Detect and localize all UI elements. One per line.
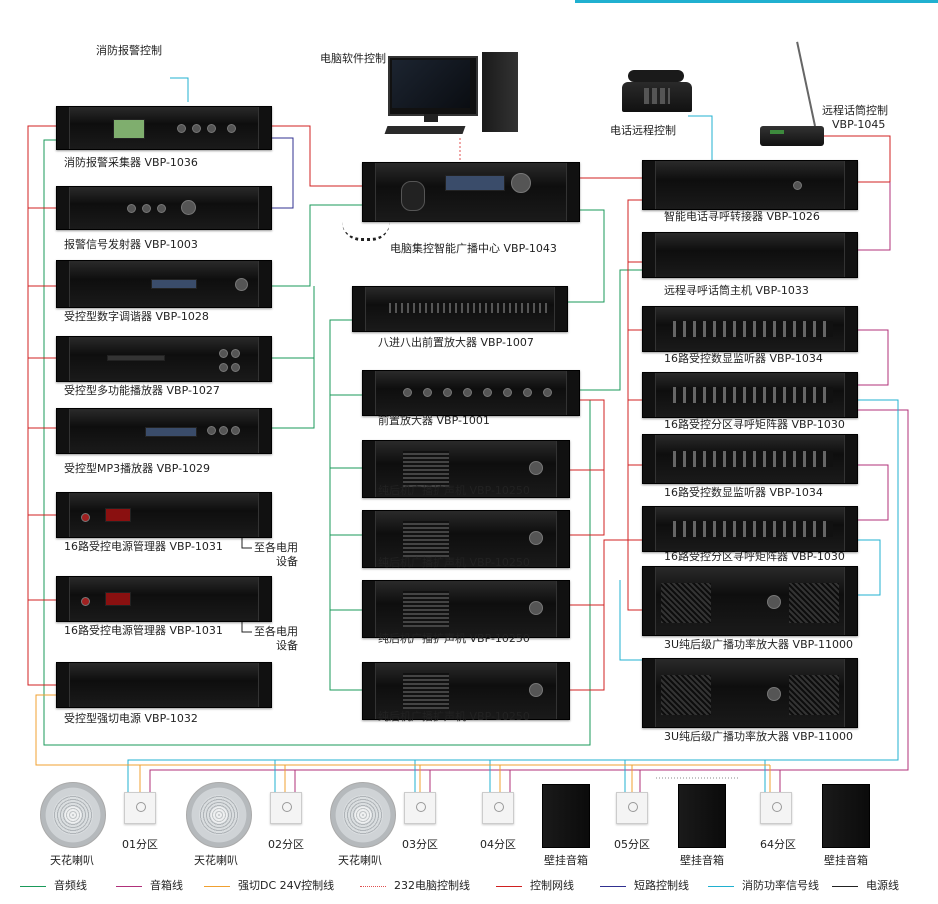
alarm-transmitter-device <box>56 186 272 230</box>
header-accent-bar <box>575 0 938 3</box>
zone-label: 04分区 <box>480 838 516 851</box>
power-manager-device-2 <box>56 576 272 622</box>
digital-monitor-device-1 <box>642 306 858 352</box>
speaker-label: 壁挂音箱 <box>544 854 588 867</box>
volume-controller-icon <box>616 792 648 824</box>
telephone-icon <box>622 70 692 116</box>
ceiling-speaker-icon <box>40 782 106 848</box>
zone-paging-matrix-device-2 <box>642 506 858 552</box>
remote-mic-model-label: VBP-1045 <box>832 118 886 131</box>
power-amplifier-3u-device-1 <box>642 566 858 636</box>
amplifier-device-2 <box>362 510 570 568</box>
ceiling-speaker-icon <box>330 782 396 848</box>
volume-controller-icon <box>124 792 156 824</box>
device-label: 受控型强切电源 VBP-1032 <box>64 712 198 725</box>
computer-icon <box>384 52 520 140</box>
microphone-cord-icon <box>342 222 390 241</box>
digital-tuner-device <box>56 260 272 308</box>
speaker-label: 壁挂音箱 <box>680 854 724 867</box>
device-label: 八进八出前置放大器 VBP-1007 <box>378 336 534 349</box>
legend-232: 232电脑控制线 <box>360 877 470 895</box>
wall-speaker-icon <box>542 784 590 848</box>
volume-controller-icon <box>482 792 514 824</box>
to-devices-label: 至各电用 <box>254 541 298 554</box>
amplifier-device-3 <box>362 580 570 638</box>
volume-controller-icon <box>760 792 792 824</box>
zone-paging-matrix-device-1 <box>642 372 858 418</box>
zone-label: 01分区 <box>122 838 158 851</box>
device-label: 16路受控数显监听器 VBP-1034 <box>664 352 823 365</box>
fire-alarm-control-label: 消防报警控制 <box>96 44 162 57</box>
wall-speaker-icon <box>678 784 726 848</box>
power-manager-device-1 <box>56 492 272 538</box>
device-label: 电脑集控智能广播中心 VBP-1043 <box>390 242 557 255</box>
legend-fire-power: 消防功率信号线 <box>708 877 819 895</box>
device-label: 前置放大器 VBP-1001 <box>378 414 490 427</box>
device-label: 16路受控分区寻呼矩阵器 VBP-1030 <box>664 550 845 563</box>
device-label: 纯后机广播扩声机 VBP-10250 <box>378 632 530 645</box>
volume-controller-icon <box>270 792 302 824</box>
device-label: 16路受控数显监听器 VBP-1034 <box>664 486 823 499</box>
wall-speaker-icon <box>822 784 870 848</box>
broadcast-center-device <box>362 162 580 222</box>
device-label: 受控型多功能播放器 VBP-1027 <box>64 384 220 397</box>
speaker-label: 天花喇叭 <box>194 854 238 867</box>
device-label: 受控型数字调谐器 VBP-1028 <box>64 310 209 323</box>
device-label: 16路受控分区寻呼矩阵器 VBP-1030 <box>664 418 845 431</box>
device-label: 3U纯后级广播功率放大器 VBP-11000 <box>664 638 853 651</box>
device-label: 16路受控电源管理器 VBP-1031 <box>64 624 223 637</box>
amplifier-device-4 <box>362 662 570 720</box>
to-devices-label-cont: 设备 <box>276 639 298 652</box>
device-label: 智能电话寻呼转接器 VBP-1026 <box>664 210 820 223</box>
desktop-microphone-icon <box>756 40 828 148</box>
phone-paging-adapter-device <box>642 160 858 210</box>
device-label: 纯后机广播扩声机 VBP-10250 <box>378 484 530 497</box>
device-label: 受控型MP3播放器 VBP-1029 <box>64 462 211 475</box>
legend-control-network: 控制网线 <box>496 877 574 895</box>
zone-label: 05分区 <box>614 838 650 851</box>
fire-alarm-collector-device <box>56 106 272 150</box>
multifunction-player-device <box>56 336 272 382</box>
digital-monitor-device-2 <box>642 434 858 484</box>
eight-in-eight-out-preamp-device <box>352 286 568 332</box>
remote-mic-control-label: 远程话筒控制 <box>822 104 888 117</box>
forced-power-device <box>56 662 272 708</box>
device-label: 远程寻呼话筒主机 VBP-1033 <box>664 284 809 297</box>
device-label: 纯后机广播扩声机 VBP-10250 <box>378 710 530 723</box>
mp3-player-device <box>56 408 272 454</box>
device-label: 3U纯后级广播功率放大器 VBP-11000 <box>664 730 853 743</box>
phone-remote-control-label: 电话远程控制 <box>610 124 676 137</box>
zone-label: 03分区 <box>402 838 438 851</box>
legend-speaker: 音箱线 <box>116 877 183 895</box>
device-label: 报警信号发射器 VBP-1003 <box>64 238 198 251</box>
volume-controller-icon <box>404 792 436 824</box>
speaker-label: 壁挂音箱 <box>824 854 868 867</box>
to-devices-label: 至各电用 <box>254 625 298 638</box>
device-label: 消防报警采集器 VBP-1036 <box>64 156 198 169</box>
legend-short-control: 短路控制线 <box>600 877 689 895</box>
ceiling-speaker-icon <box>186 782 252 848</box>
to-devices-label-cont: 设备 <box>276 555 298 568</box>
speaker-label: 天花喇叭 <box>50 854 94 867</box>
zone-label: 64分区 <box>760 838 796 851</box>
pc-software-control-label: 电脑软件控制 <box>320 52 386 65</box>
zone-label: 02分区 <box>268 838 304 851</box>
legend-audio: 音频线 <box>20 877 87 895</box>
legend-power: 电源线 <box>832 877 899 895</box>
device-label: 纯后机广播扩声机 VBP-10250 <box>378 556 530 569</box>
device-label: 16路受控电源管理器 VBP-1031 <box>64 540 223 553</box>
legend-forced-dc: 强切DC 24V控制线 <box>204 877 334 895</box>
power-amplifier-3u-device-2 <box>642 658 858 728</box>
preamp-device <box>362 370 580 416</box>
amplifier-device-1 <box>362 440 570 498</box>
remote-paging-mic-host-device <box>642 232 858 278</box>
speaker-label: 天花喇叭 <box>338 854 382 867</box>
